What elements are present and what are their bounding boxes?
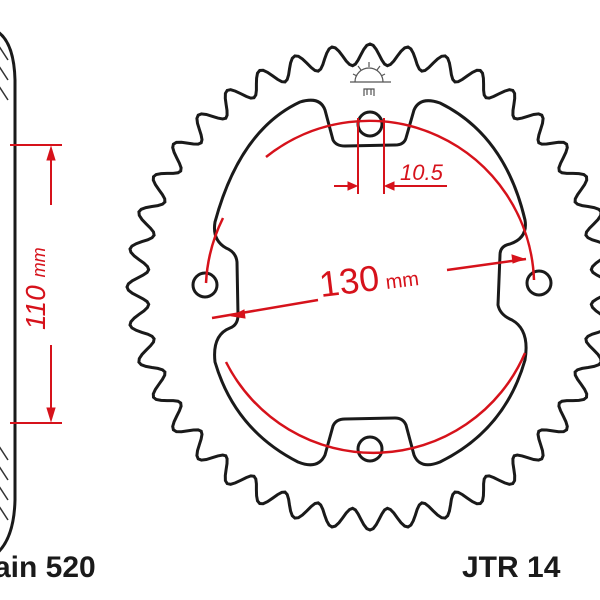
dimension-110-unit: mm	[29, 247, 49, 278]
dimension-105-line	[334, 118, 447, 194]
inner-cutout	[213, 98, 528, 467]
dimension-110-value: 110	[20, 285, 51, 330]
sun-logo-icon	[350, 62, 391, 96]
dimension-110	[10, 144, 62, 424]
sprocket-teeth	[125, 42, 600, 532]
dimension-110-label: 110 mm	[20, 247, 52, 330]
part-number-label: JTR 14	[462, 551, 561, 584]
chain-size-label: ain 520	[0, 551, 96, 584]
dimension-130-line	[211, 254, 527, 320]
pcd-unit: mm	[384, 268, 421, 294]
side-profile	[0, 31, 17, 553]
bolt-hole-label: 10.5	[400, 160, 443, 185]
bolt-holes	[191, 110, 553, 463]
pcd-value: 130	[316, 256, 382, 306]
pcd-arcs	[204, 119, 536, 455]
